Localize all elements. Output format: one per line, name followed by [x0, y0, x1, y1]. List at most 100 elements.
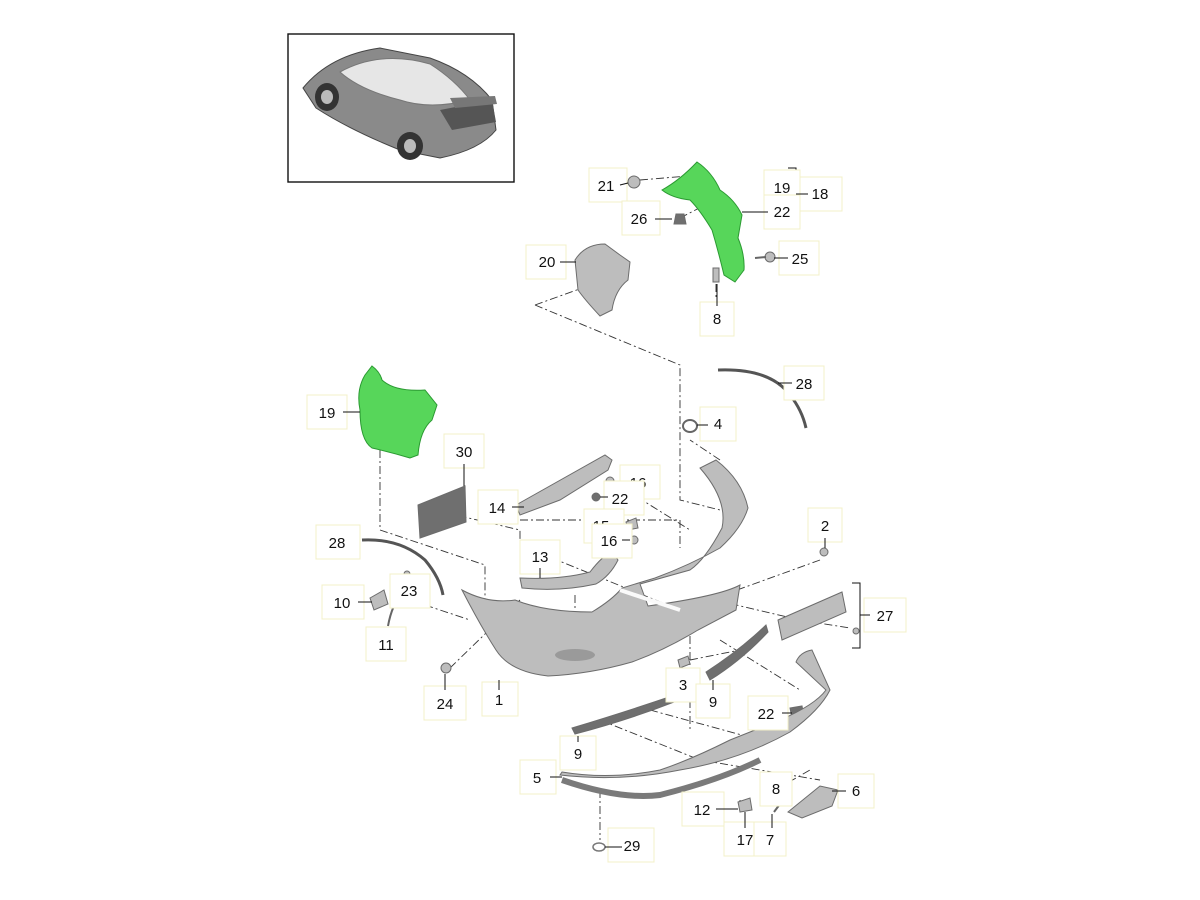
trim-9-left[interactable]: [571, 695, 675, 735]
callout-28-lower[interactable]: 28: [315, 524, 361, 560]
clip-3[interactable]: [677, 655, 691, 669]
svg-text:3: 3: [679, 677, 687, 694]
pin-8-upper[interactable]: [712, 267, 720, 283]
svg-text:13: 13: [532, 549, 549, 566]
svg-text:9: 9: [709, 694, 717, 711]
trim-strip-28-lower[interactable]: [361, 538, 445, 596]
svg-text:19: 19: [319, 405, 336, 422]
svg-text:1: 1: [495, 692, 503, 709]
svg-text:10: 10: [334, 595, 351, 612]
svg-text:8: 8: [713, 311, 721, 328]
callout-28-upper[interactable]: 28: [778, 365, 825, 401]
car-overview-icon: [302, 47, 497, 160]
callout-3[interactable]: 3: [665, 667, 701, 703]
svg-text:22: 22: [774, 204, 791, 221]
svg-text:9: 9: [574, 746, 582, 763]
callout-21[interactable]: 21: [588, 167, 629, 203]
callout-7[interactable]: 7: [753, 814, 787, 857]
callout-8-upper[interactable]: 8: [699, 284, 735, 337]
clip-21[interactable]: [627, 175, 641, 189]
callout-25[interactable]: 25: [774, 240, 820, 276]
callout-5[interactable]: 5: [519, 759, 562, 795]
grommet-29[interactable]: [592, 842, 606, 852]
clip-22b[interactable]: [591, 492, 601, 502]
callout-19-left[interactable]: 19: [306, 394, 360, 430]
clip-26[interactable]: [673, 213, 687, 225]
svg-text:11: 11: [378, 637, 394, 654]
callout-2[interactable]: 2: [807, 507, 843, 548]
clip-2[interactable]: [819, 547, 829, 557]
vehicle-thumbnail[interactable]: [287, 33, 515, 183]
svg-text:20: 20: [539, 254, 556, 271]
screw-24[interactable]: [440, 662, 452, 674]
svg-text:29: 29: [624, 838, 641, 855]
svg-text:17: 17: [737, 832, 754, 849]
svg-text:7: 7: [766, 832, 774, 849]
svg-text:21: 21: [598, 178, 615, 195]
bracket-13[interactable]: [519, 551, 619, 590]
callout-9-left[interactable]: 9: [559, 735, 597, 771]
callout-1[interactable]: 1: [481, 680, 519, 717]
callout-24[interactable]: 24: [423, 674, 467, 721]
svg-text:14: 14: [489, 500, 506, 517]
svg-text:23: 23: [401, 583, 418, 600]
rail-14[interactable]: [515, 454, 613, 516]
callout-18[interactable]: 18: [796, 176, 843, 212]
callout-4[interactable]: 4: [697, 406, 737, 442]
svg-text:8: 8: [772, 781, 780, 798]
air-guide-part[interactable]: [574, 243, 631, 317]
callout-20[interactable]: 20: [525, 244, 576, 280]
callout-26[interactable]: 26: [621, 200, 672, 236]
callout-10[interactable]: 10: [321, 584, 372, 620]
svg-text:6: 6: [852, 783, 860, 800]
svg-text:5: 5: [533, 770, 541, 787]
side-bracket-upper[interactable]: [661, 161, 745, 283]
callouts: 21 19 18 26 22 20: [306, 167, 907, 863]
grommet-4[interactable]: [682, 419, 698, 433]
callout-27[interactable]: 27: [860, 597, 907, 633]
diffuser-lower-edge: [561, 757, 762, 799]
svg-text:24: 24: [437, 696, 454, 713]
plate-panel-30[interactable]: [417, 485, 467, 539]
diffuser-5[interactable]: [559, 649, 831, 779]
bumper-highlight-strip: [619, 588, 681, 612]
svg-text:16: 16: [601, 533, 618, 550]
clip-27[interactable]: [852, 627, 860, 635]
side-bracket-left[interactable]: [358, 365, 438, 459]
svg-text:26: 26: [631, 211, 648, 228]
callout-22-upper[interactable]: 22: [742, 194, 801, 230]
callout-14[interactable]: 14: [477, 489, 524, 525]
callout-29[interactable]: 29: [605, 827, 655, 863]
callout-23[interactable]: 23: [389, 573, 431, 609]
svg-text:2: 2: [821, 518, 829, 535]
svg-text:22: 22: [758, 706, 775, 723]
bumper-vent: [555, 649, 595, 661]
svg-text:27: 27: [877, 608, 894, 625]
callout-11[interactable]: 11: [365, 626, 407, 662]
svg-text:25: 25: [792, 251, 809, 268]
svg-text:19: 19: [774, 180, 791, 197]
svg-text:30: 30: [456, 444, 473, 461]
parts: [358, 161, 860, 852]
rear-bumper-1[interactable]: [460, 459, 749, 677]
callout-6[interactable]: 6: [832, 773, 875, 809]
svg-text:22: 22: [612, 491, 629, 508]
callout-8-lower[interactable]: 8: [759, 771, 793, 807]
part-12[interactable]: [737, 797, 753, 813]
trim-9-right[interactable]: [705, 624, 769, 681]
callout-16-lower[interactable]: 16: [591, 523, 633, 559]
callout-9-right[interactable]: 9: [695, 680, 731, 719]
callout-22-lower[interactable]: 22: [747, 695, 792, 731]
svg-text:4: 4: [714, 416, 722, 433]
part-6[interactable]: [787, 785, 839, 819]
svg-text:18: 18: [812, 186, 829, 203]
callout-12[interactable]: 12: [681, 791, 738, 827]
panel-27[interactable]: [777, 591, 847, 641]
svg-text:28: 28: [329, 535, 346, 552]
screw-25[interactable]: [754, 251, 776, 263]
callout-13[interactable]: 13: [519, 539, 561, 578]
svg-text:28: 28: [796, 376, 813, 393]
callout-30[interactable]: 30: [443, 433, 485, 486]
bracket-10[interactable]: [369, 589, 389, 611]
